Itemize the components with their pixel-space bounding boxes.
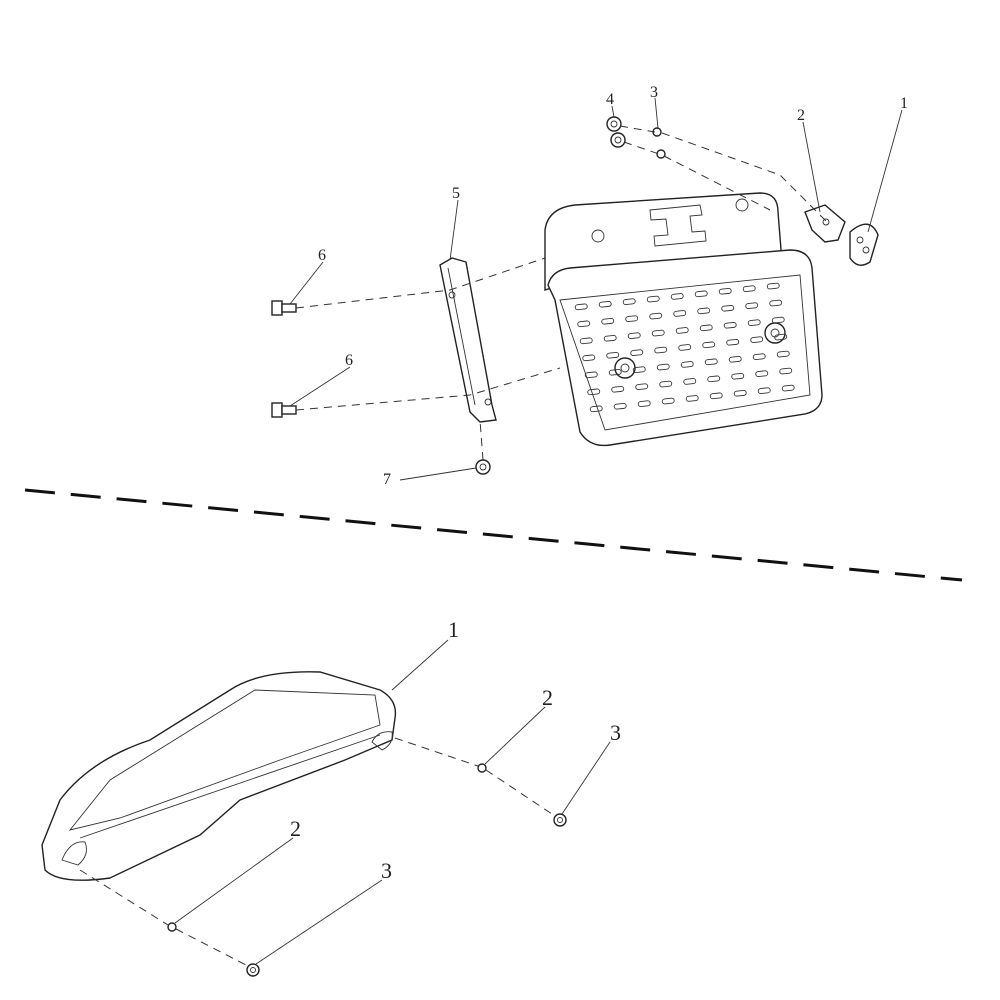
vent-slot (704, 358, 718, 366)
vent-slot (694, 290, 708, 298)
heat-shield (41, 671, 397, 881)
vent-slot (646, 295, 660, 303)
lower-leader-lines (174, 639, 611, 965)
vent-slot (673, 310, 687, 317)
vent-slot (709, 392, 723, 400)
vent-slot (728, 355, 742, 363)
vent-slot (622, 298, 636, 305)
callout-2-lower-b: 2 (290, 816, 301, 841)
gasket (849, 223, 879, 266)
vent-slot (656, 363, 670, 371)
vent-slot (731, 372, 745, 380)
vent-slot (654, 346, 668, 354)
vent-slot (697, 307, 711, 315)
vent-slot (733, 389, 747, 397)
callout-2-lower: 2 (542, 685, 553, 710)
vent-slot (625, 315, 639, 322)
upper-leader-lines (289, 97, 903, 481)
vent-slot (680, 361, 694, 368)
callout-4: 4 (606, 91, 614, 108)
vent-slot (752, 353, 766, 360)
callout-3: 3 (650, 84, 658, 101)
vent-slot (781, 384, 795, 392)
vent-slot (670, 293, 684, 300)
vent-slot (685, 395, 699, 402)
vent-slot (747, 319, 761, 326)
vent-slot (771, 316, 785, 324)
vent-slot (702, 341, 716, 349)
vent-slot (769, 299, 783, 307)
vent-slot (601, 317, 615, 325)
vent-slot (683, 378, 697, 385)
vent-slot (757, 387, 771, 394)
vent-slot (726, 338, 740, 346)
callout-5: 5 (452, 185, 460, 202)
vent-slot (675, 327, 689, 334)
vent-slot (774, 333, 788, 341)
vent-slot (750, 336, 764, 343)
callout-6b: 6 (345, 352, 353, 369)
callout-3-lower: 3 (610, 720, 621, 745)
vent-slot (699, 324, 713, 332)
vent-slot (584, 371, 598, 379)
vent-slot (661, 397, 675, 405)
vent-slot (577, 320, 591, 328)
vent-slot (635, 383, 649, 390)
vent-slot (589, 405, 603, 413)
vent-slot (630, 349, 644, 356)
vent-slot (582, 354, 596, 362)
callout-2: 2 (797, 107, 805, 124)
muffler-pipe-flange (804, 204, 846, 243)
mounting-bracket (439, 257, 497, 423)
callout-6: 6 (318, 247, 326, 264)
vent-slot (632, 366, 646, 373)
vent-slot (649, 312, 663, 320)
vent-slot (707, 375, 721, 383)
vent-slot (718, 287, 732, 295)
section-divider (24, 488, 963, 582)
vent-slot (779, 367, 793, 375)
vent-slot (574, 303, 588, 311)
vent-slot (721, 304, 735, 312)
vent-slot (598, 300, 612, 308)
callout-3-lower-b: 3 (381, 858, 392, 883)
vent-slot (723, 321, 737, 329)
vent-slot (745, 302, 759, 309)
lower-fasteners (79, 737, 567, 977)
vent-slot (587, 388, 601, 396)
vent-slot (766, 282, 780, 290)
muffler-guard (544, 192, 823, 447)
vent-slot (776, 350, 790, 358)
vent-slot (742, 285, 756, 292)
vent-slot (603, 334, 617, 342)
vent-slot (579, 337, 593, 345)
callout-1: 1 (900, 95, 908, 112)
nuts-and-washers (606, 116, 831, 226)
vent-slot (678, 344, 692, 351)
vent-slot (637, 400, 651, 407)
bolts (271, 257, 561, 475)
vent-slot (651, 329, 665, 337)
vent-slot (606, 351, 620, 359)
vent-slot (755, 370, 769, 377)
vent-slot (608, 368, 622, 376)
callout-7: 7 (383, 471, 391, 488)
callout-1-lower: 1 (448, 617, 459, 642)
vent-slot (611, 385, 625, 393)
vent-slot (659, 380, 673, 388)
vent-slot (627, 332, 641, 339)
vent-slot (613, 402, 627, 410)
